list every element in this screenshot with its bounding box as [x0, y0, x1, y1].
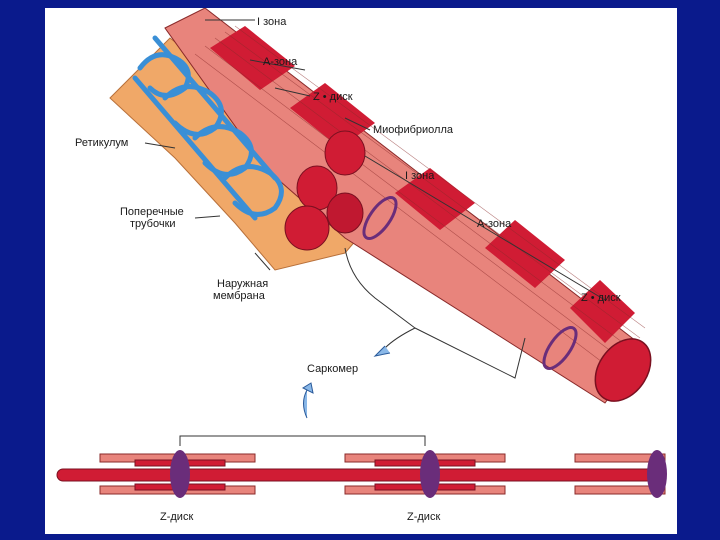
label-i-zone-mid: I зона [405, 170, 435, 182]
sarcomere-row [56, 435, 667, 498]
sarcomere-bracket [179, 435, 426, 446]
fiber-end-cap [594, 338, 652, 402]
leader-lines [144, 19, 606, 379]
a-band-1 [210, 26, 295, 90]
sarcomere-unit-right [574, 450, 667, 498]
label-outer-membrane-1: Наружная [217, 278, 269, 290]
reticulum-network [132, 35, 284, 221]
a-band-2 [290, 83, 375, 148]
sarcomere-arrow [373, 345, 391, 357]
label-transverse-tubules-2: трубочки [130, 218, 176, 230]
a-band-4 [485, 220, 565, 288]
myofibril-bundles [284, 130, 366, 251]
label-reticulum: Ретикулум [75, 137, 129, 149]
sarcomere-up-arrow [301, 382, 314, 419]
diagram-slide: I зона А-зона Z • диск Миофибриолла Рети… [45, 8, 677, 534]
label-a-zone-mid: А-зона [477, 218, 512, 230]
label-z-disk-bottom-left: Z-диск [160, 511, 194, 523]
a-band-3 [395, 168, 475, 230]
label-outer-membrane-2: мембрана [213, 290, 265, 302]
z-disk-rings [362, 196, 578, 370]
label-i-zone-top: I зона [257, 16, 287, 28]
label-transverse-tubules-1: Поперечные [120, 206, 184, 218]
label-z-disk-mid: Z • диск [581, 292, 621, 304]
label-myofibril: Миофибриолла [373, 124, 454, 136]
muscle-fiber-illustration [56, 8, 667, 498]
label-a-zone-top: А-зона [263, 56, 298, 68]
a-band-5 [570, 280, 635, 343]
label-z-disk-bottom-right: Z-диск [407, 511, 441, 523]
label-sarcomere: Саркомер [307, 363, 359, 375]
sarcomere-unit-left [99, 450, 256, 498]
sarcomere-unit-middle [344, 450, 506, 498]
label-z-disk-top: Z • диск [313, 91, 353, 103]
